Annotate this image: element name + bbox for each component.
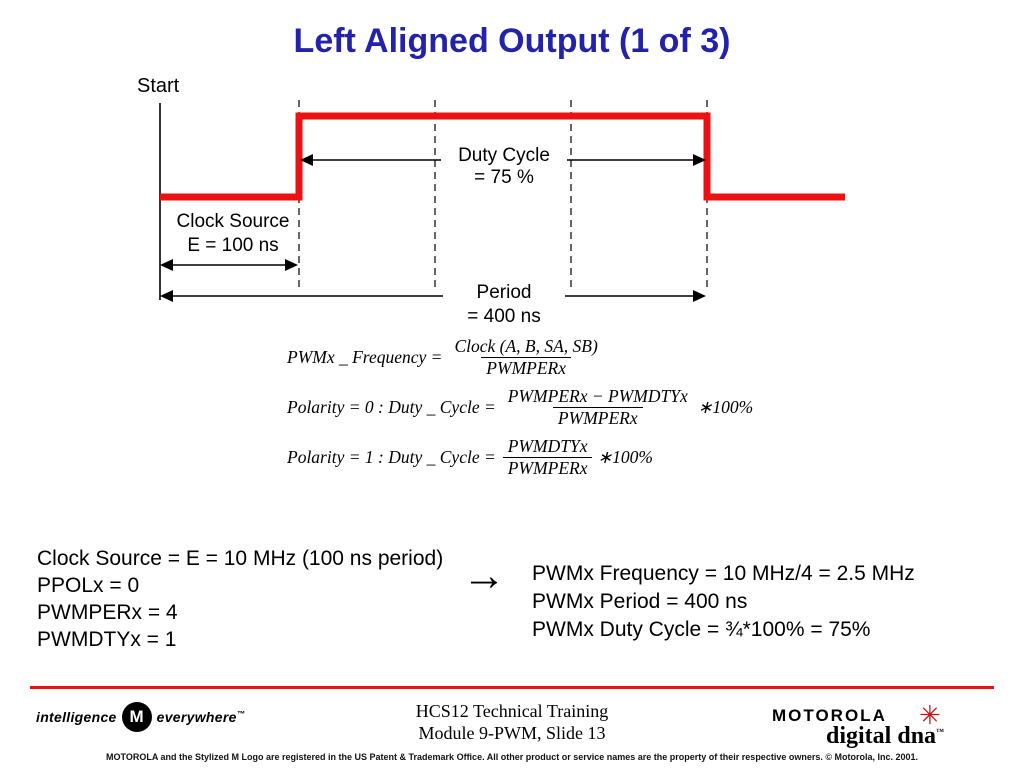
digital-dna-flower-icon: ✳ [919,700,941,730]
formula-polarity-0: Polarity = 0 : Duty _ Cycle = PWMPERx − … [287,386,753,429]
clock-source-line2: E = 100 ns [187,235,279,256]
slide-title: Left Aligned Output (1 of 3) [293,22,731,60]
formula-lhs: PWMx _ Frequency = [287,347,443,367]
duty-cycle-line2: = 75 % [474,167,534,188]
fraction-numerator: PWMDTYx [507,436,588,456]
example-line: PWMPERx = 4 [37,601,178,624]
formula-tail: ∗100% [697,397,754,417]
clock-boundary-dashed-lines [298,100,708,291]
fraction-denominator: PWMPERx [481,357,571,379]
footer-course-title: HCS12 Technical Training [415,701,609,721]
period-label: Period = 400 ns [443,280,565,331]
example-line: PWMx Frequency = 10 MHz/4 = 2.5 MHz [532,562,915,585]
duty-cycle-label: Duty Cycle = 75 % [441,144,567,191]
footer-disclaimer: MOTOROLA and the Stylized M Logo are reg… [106,752,918,762]
clock-source-label: Clock Source E = 100 ns [157,210,309,258]
example-line: PWMx Period = 400 ns [532,590,748,613]
example-input-block: Clock Source = E = 10 MHz (100 ns period… [37,545,443,653]
period-line2: = 400 ns [467,306,541,327]
everywhere-label: everywhere™ [157,709,245,725]
footer-divider [30,686,994,689]
start-label: Start [137,75,180,97]
example-line: PWMx Duty Cycle = ¾*100% = 75% [532,618,871,641]
motorola-wordmark: MOTOROLA [772,706,887,725]
period-arrow [160,290,706,302]
digital-dna-text: digital dna [826,723,937,749]
m-logo-letter: M [129,707,144,726]
fraction-numerator: PWMPERx − PWMDTYx [507,386,688,406]
duty-cycle-line1: Duty Cycle [458,145,550,166]
fraction: Clock (A, B, SA, SB) PWMPERx [449,336,602,379]
formula-polarity-1: Polarity = 1 : Duty _ Cycle = PWMDTYx PW… [287,436,753,479]
motorola-m-logo-icon: M [121,702,152,732]
footer-slide-number: Module 9-PWM, Slide 13 [418,723,606,743]
trademark-symbol: ™ [936,727,945,736]
example-result-block: PWMx Frequency = 10 MHz/4 = 2.5 MHz PWMx… [532,560,915,644]
clock-source-line1: Clock Source [176,211,290,232]
example-line: PWMDTYx = 1 [37,628,177,651]
formula-lhs: Polarity = 0 : Duty _ Cycle = [287,397,496,417]
trademark-symbol: ™ [236,709,245,719]
clock-source-arrow [160,259,298,271]
period-line1: Period [476,282,532,303]
pwm-waveform [160,112,845,201]
formulas-block: PWMx _ Frequency = Clock (A, B, SA, SB) … [287,336,753,486]
formula-tail: ∗100% [597,447,654,467]
footer-center: HCS12 Technical Training Module 9-PWM, S… [0,700,1024,744]
example-line: PPOLx = 0 [37,574,140,597]
example-line: Clock Source = E = 10 MHz (100 ns period… [37,547,444,570]
pwm-timing-diagram [159,100,845,302]
intelligence-everywhere-logo: intelligence M everywhere™ [36,702,245,732]
digital-dna-wordmark: digital dna™ [826,723,944,750]
fraction: PWMPERx − PWMDTYx PWMPERx [503,386,693,429]
formula-lhs: Polarity = 1 : Duty _ Cycle = [287,447,496,467]
formula-pwm-frequency: PWMx _ Frequency = Clock (A, B, SA, SB) … [287,336,753,379]
fraction-denominator: PWMPERx [552,407,643,429]
intelligence-label: intelligence [36,709,117,725]
fraction-numerator: Clock (A, B, SA, SB) [454,336,598,356]
fraction-denominator: PWMPERx [502,457,593,479]
everywhere-text: everywhere [156,709,237,725]
right-arrow-icon: → [462,551,506,600]
fraction: PWMDTYx PWMPERx [502,436,593,479]
